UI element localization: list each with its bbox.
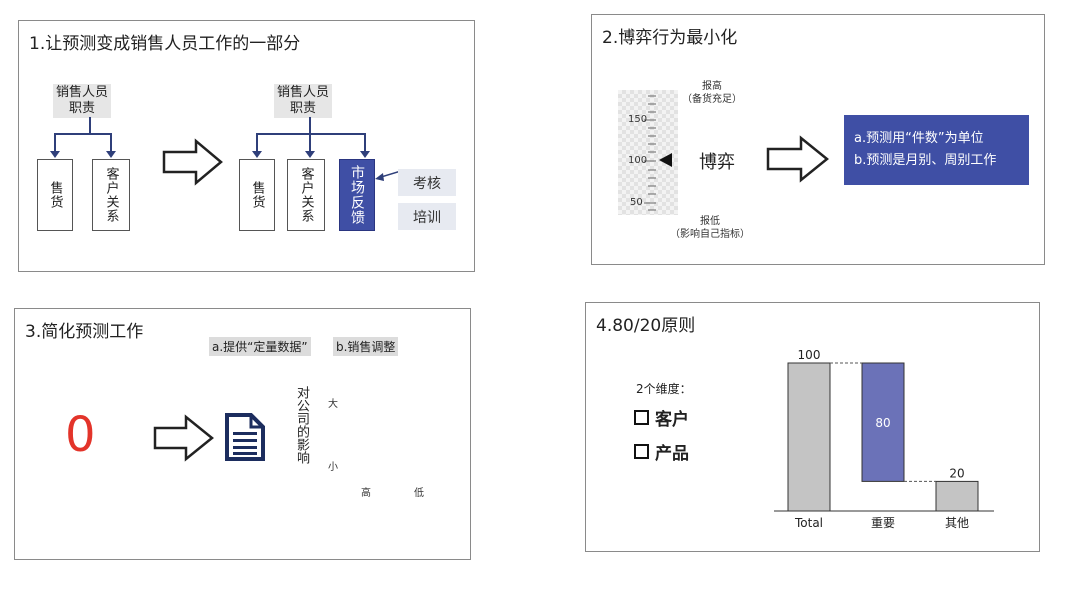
right-connector-h [256, 133, 366, 135]
x-high-label: 高 [361, 488, 371, 499]
y-axis-label: 对公司的影响 [294, 386, 309, 464]
right-connector-1 [256, 133, 258, 155]
left-connector-r [110, 133, 112, 155]
dimension-customer: 客户 [634, 405, 689, 430]
right-connector-v [309, 117, 311, 133]
tag-quantitative-data: a.提供“定量数据” [209, 337, 311, 356]
panel-3: 3.简化预测工作 a.提供“定量数据” b.销售调整 0 对公司的影响 大 小 … [14, 308, 471, 560]
top-label: 报高 （备货充足） [682, 81, 742, 105]
right-arrow-icon [766, 135, 829, 183]
arrow-head-icon [360, 151, 370, 158]
box-sales: 售货 [37, 159, 73, 231]
x-low-label: 低 [414, 488, 424, 499]
bar-1 [787, 362, 831, 512]
pointer-triangle-icon [659, 153, 672, 167]
dimension-product: 产品 [634, 439, 689, 464]
box-sales-right: 售货 [239, 159, 275, 231]
panel-2: 2.博弈行为最小化 150 100 50 报高 （备货充足） 报低 （影响 [591, 14, 1045, 265]
box-customer-relations-right: 客户关系 [287, 159, 325, 231]
tick-50: 50 [630, 197, 643, 208]
left-arrow-icon [375, 170, 401, 181]
y-low-label: 小 [328, 462, 338, 473]
panel-3-title: 3.简化预测工作 [25, 322, 144, 342]
arrow-head-icon [252, 151, 262, 158]
left-connector-h [54, 133, 112, 135]
category-label-2: 重要 [871, 516, 895, 530]
bar-2 [861, 362, 905, 482]
y-high-label: 大 [328, 399, 338, 410]
right-connector-3 [364, 133, 366, 155]
checkbox-icon [634, 410, 649, 425]
arrow-head-icon [106, 151, 116, 158]
bar-value-label-1: 100 [798, 348, 821, 362]
panel-4-title: 4.80/20原则 [596, 316, 696, 336]
tag-sales-adjustment: b.销售调整 [333, 337, 399, 356]
dimensions-label: 2个维度： [636, 382, 692, 396]
ruler-ticks [644, 95, 656, 211]
info-line-a: a.预测用“件数”为单位 [854, 131, 984, 146]
blue-info-box: a.预测用“件数”为单位 b.预测是月别、周别工作 [844, 115, 1029, 185]
right-arrow-icon [153, 414, 214, 462]
left-connector-l [54, 133, 56, 155]
category-label-1: Total [794, 516, 823, 530]
item-training: 培训 [398, 203, 456, 230]
game-word: 博弈 [699, 152, 735, 173]
bottom-label: 报低 （影响自己指标） [670, 216, 750, 240]
arrow-head-icon [305, 151, 315, 158]
category-label-3: 其他 [945, 516, 969, 530]
right-connector-2 [309, 133, 311, 155]
tick-100: 100 [628, 155, 648, 166]
left-connector-v [89, 117, 91, 133]
panel-2-title: 2.博弈行为最小化 [602, 28, 738, 48]
item-assessment: 考核 [398, 169, 456, 196]
box-market-feedback: 市场反馈 [339, 159, 375, 231]
checkbox-icon [634, 444, 649, 459]
document-icon [225, 413, 265, 461]
left-role-box: 销售人员 职责 [53, 84, 112, 118]
info-line-b: b.预测是月别、周别工作 [854, 153, 997, 168]
zero-figure: 0 [65, 407, 96, 463]
bar-value-label-3: 20 [949, 466, 964, 480]
bar-3 [935, 480, 979, 512]
panel-1-title: 1.让预测变成销售人员工作的一部分 [29, 34, 301, 54]
right-arrow-icon [162, 138, 223, 186]
panel-1: 1.让预测变成销售人员工作的一部分 销售人员 职责 售货 客户关系 销售人员 职… [18, 20, 475, 272]
right-role-box: 销售人员 职责 [274, 84, 333, 118]
tick-150: 150 [628, 114, 648, 125]
bar-value-label-2: 80 [875, 416, 890, 430]
arrow-head-icon [50, 151, 60, 158]
box-customer-relations: 客户关系 [92, 159, 130, 231]
